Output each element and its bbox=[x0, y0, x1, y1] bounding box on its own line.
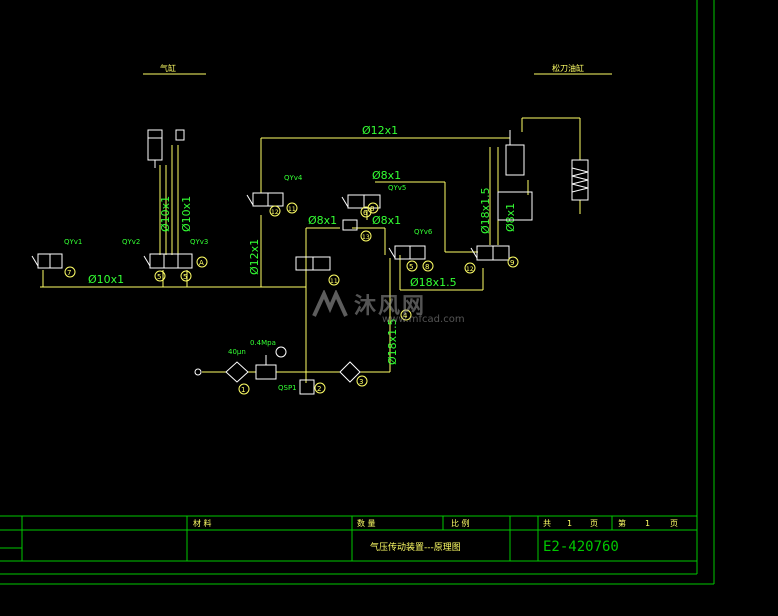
regulator bbox=[255, 346, 287, 380]
watermark: 沐风网 www.mfcad.com bbox=[312, 288, 472, 328]
svg-text:5: 5 bbox=[409, 263, 413, 271]
bubble-12a: 12 bbox=[269, 205, 281, 217]
svg-text:8: 8 bbox=[370, 205, 374, 213]
bubble-13: 13 bbox=[360, 230, 372, 242]
item-bubbles: 1 2 3 4 5 5 5 6 7 8 8 9 11 11 12 12 13 A bbox=[64, 202, 519, 395]
svg-text:5: 5 bbox=[183, 273, 187, 281]
svg-text:11: 11 bbox=[330, 278, 338, 285]
bubble-9: 9 bbox=[507, 256, 519, 268]
svg-text:11: 11 bbox=[288, 206, 296, 213]
label-pressure: 0.4Mpa bbox=[250, 339, 276, 347]
pipe-lines bbox=[40, 117, 581, 383]
cylinder-left bbox=[147, 129, 185, 168]
cylinder-right bbox=[497, 130, 533, 221]
bubble-1: 1 bbox=[238, 383, 250, 395]
label-pipe-8x1-b: Ø8x1 bbox=[308, 214, 337, 227]
bubble-a: A bbox=[196, 256, 208, 268]
valve-right bbox=[470, 245, 510, 261]
bubble-4: 4 bbox=[400, 309, 412, 321]
label-pipe-8x1-d: Ø8x1 bbox=[504, 203, 517, 232]
svg-text:12: 12 bbox=[466, 266, 474, 273]
label-pipe-18x15-d: Ø18x1.5 bbox=[479, 187, 492, 234]
label-yv4: QYv4 bbox=[284, 174, 303, 182]
label-switch: QSP1 bbox=[278, 384, 297, 392]
valve-qyv6 bbox=[388, 245, 426, 260]
valve-qyv5 bbox=[341, 194, 381, 231]
svg-text:9: 9 bbox=[510, 259, 514, 267]
valve-main bbox=[295, 256, 331, 271]
bubble-7: 7 bbox=[64, 266, 76, 278]
filter-40 bbox=[225, 361, 249, 383]
label-pipe-18x15-v: Ø18x1.5 bbox=[386, 318, 399, 365]
title-block bbox=[0, 515, 697, 562]
weight-label: 数 量 bbox=[357, 518, 376, 528]
bubble-5b: 5 bbox=[180, 270, 192, 282]
valve-qyv1 bbox=[31, 253, 63, 269]
inlet-port bbox=[194, 368, 202, 376]
svg-text:12: 12 bbox=[271, 209, 279, 216]
label-yv6: QYv6 bbox=[414, 228, 433, 236]
svg-text:1: 1 bbox=[241, 386, 245, 394]
total-unit: 页 bbox=[590, 519, 598, 528]
svg-text:A: A bbox=[199, 259, 204, 267]
label-pipe-10x1-a: Ø10x1 bbox=[159, 196, 172, 232]
lubricator bbox=[339, 361, 361, 383]
scale-label: 比 例 bbox=[451, 518, 470, 528]
bubble-8b: 8 bbox=[422, 260, 434, 272]
label-pipe-main-top: Ø12x1 bbox=[362, 124, 398, 137]
svg-text:5: 5 bbox=[157, 273, 161, 281]
bubble-8a: 8 bbox=[367, 202, 379, 214]
label-yv5: QYv5 bbox=[388, 184, 406, 192]
bubble-11a: 11 bbox=[286, 202, 298, 214]
svg-text:7: 7 bbox=[67, 269, 71, 277]
bubble-6: 6 bbox=[360, 206, 372, 218]
label-yv1: QYv1 bbox=[64, 238, 82, 246]
svg-text:2: 2 bbox=[317, 385, 321, 393]
header-right: 松刀油缸 bbox=[552, 63, 584, 73]
label-pipe-8x1-a: Ø8x1 bbox=[372, 169, 401, 182]
bubble-2: 2 bbox=[314, 382, 326, 394]
label-yv2: QYv2 bbox=[122, 238, 140, 246]
drawing-frame bbox=[0, 0, 715, 585]
svg-text:4: 4 bbox=[403, 312, 408, 320]
label-pipe-18x15-h: Ø18x1.5 bbox=[410, 276, 457, 289]
bubble-11b: 11 bbox=[328, 274, 340, 286]
valve-labels: QYv1 QYv2 QYv3 QYv4 QYv5 QYv6 40μn 0.4Mp… bbox=[64, 174, 433, 392]
svg-text:6: 6 bbox=[363, 209, 368, 217]
label-pipe-10x1-b: Ø10x1 bbox=[180, 196, 193, 232]
valve-qyv2-qyv3 bbox=[143, 253, 193, 269]
bubble-5a: 5 bbox=[154, 270, 166, 282]
svg-text:3: 3 bbox=[359, 378, 363, 386]
pipe-labels: Ø12x1 Ø8x1 Ø8x1 Ø8x1 Ø10x1 Ø18x1.5 Ø10x1… bbox=[88, 124, 517, 365]
svg-text:8: 8 bbox=[425, 263, 429, 271]
total-value: 1 bbox=[567, 519, 572, 528]
sheet-unit: 页 bbox=[670, 519, 678, 528]
spring-stack bbox=[571, 159, 589, 201]
brand-logo-icon bbox=[312, 290, 348, 317]
label-pipe-8x1-c: Ø8x1 bbox=[372, 214, 401, 227]
label-yv3: QYv3 bbox=[190, 238, 208, 246]
sheet-label: 第 bbox=[618, 518, 626, 528]
drawing-number: E2-420760 bbox=[543, 539, 619, 555]
watermark-url: www.mfcad.com bbox=[382, 314, 465, 325]
label-pipe-12x1-v: Ø12x1 bbox=[248, 239, 261, 275]
svg-text:13: 13 bbox=[362, 234, 370, 241]
valves bbox=[31, 129, 589, 395]
bubble-3: 3 bbox=[356, 375, 368, 387]
sheet-value: 1 bbox=[645, 519, 650, 528]
title-block-text: 材 料 数 量 比 例 共 1 页 第 1 页 气压传动装置---原理图 bbox=[193, 518, 678, 553]
label-filter: 40μn bbox=[228, 348, 246, 356]
drawing-title: 气压传动装置---原理图 bbox=[370, 541, 461, 553]
watermark-brand: 沐风网 bbox=[354, 294, 427, 319]
valve-qyv4 bbox=[246, 192, 284, 207]
pressure-switch bbox=[299, 379, 315, 395]
bubble-12b: 12 bbox=[464, 262, 476, 274]
label-pipe-10x1-h: Ø10x1 bbox=[88, 273, 124, 286]
total-label: 共 bbox=[543, 519, 551, 528]
material-label: 材 料 bbox=[193, 518, 212, 528]
bubble-5c: 5 bbox=[406, 260, 418, 272]
header-left: 气缸 bbox=[160, 63, 176, 73]
